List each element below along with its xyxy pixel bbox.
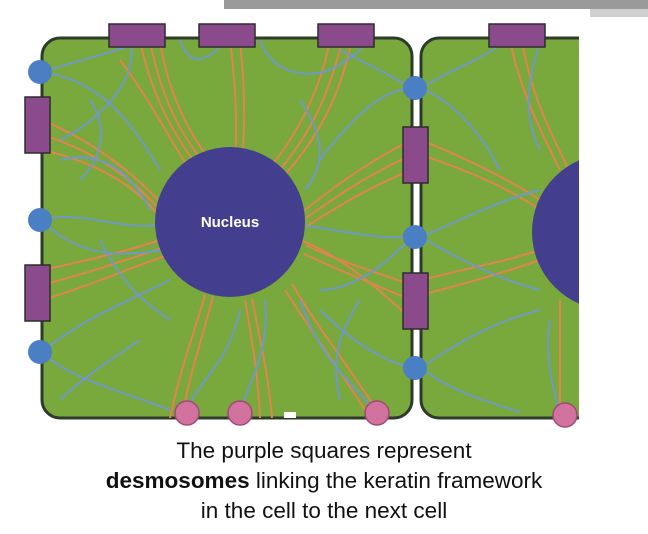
caption-keyword: desmosomes (105, 468, 250, 493)
desmosome (488, 23, 546, 48)
top-bar-light (590, 9, 648, 17)
desmosome (198, 23, 256, 48)
desmosome (108, 23, 166, 48)
pink-junction (227, 400, 253, 426)
desmosome (24, 264, 51, 322)
microtubules-right (421, 39, 561, 413)
caption-line-2-rest: linking the keratin framework (249, 468, 543, 493)
blue-junction (403, 76, 427, 100)
caption: The purple squares represent desmosomes … (0, 436, 648, 526)
desmosome (402, 272, 429, 330)
blue-junction (403, 356, 427, 380)
nucleus (155, 147, 305, 297)
microtubules-left (42, 39, 412, 413)
cell-diagram: Nucleus (24, 0, 648, 428)
blue-junction (28, 208, 52, 232)
blue-junction (28, 60, 52, 84)
top-bar (224, 0, 648, 9)
gap-mark (284, 412, 296, 418)
pink-junction (552, 402, 578, 428)
pink-junction (364, 400, 390, 426)
blue-junction (403, 225, 427, 249)
desmosome (317, 23, 375, 48)
caption-line-1: The purple squares represent (176, 438, 472, 463)
caption-line-3: in the cell to the next cell (200, 498, 448, 523)
blue-junction (28, 340, 52, 364)
pink-junction (174, 400, 200, 426)
desmosome (402, 126, 429, 184)
nucleus-next-cell (532, 160, 579, 304)
nucleus-label: Nucleus (201, 214, 259, 231)
keratin-filaments-left (42, 39, 412, 418)
caption-line-2: desmosomes linking the keratin framework (0, 466, 648, 496)
desmosome (24, 96, 51, 154)
